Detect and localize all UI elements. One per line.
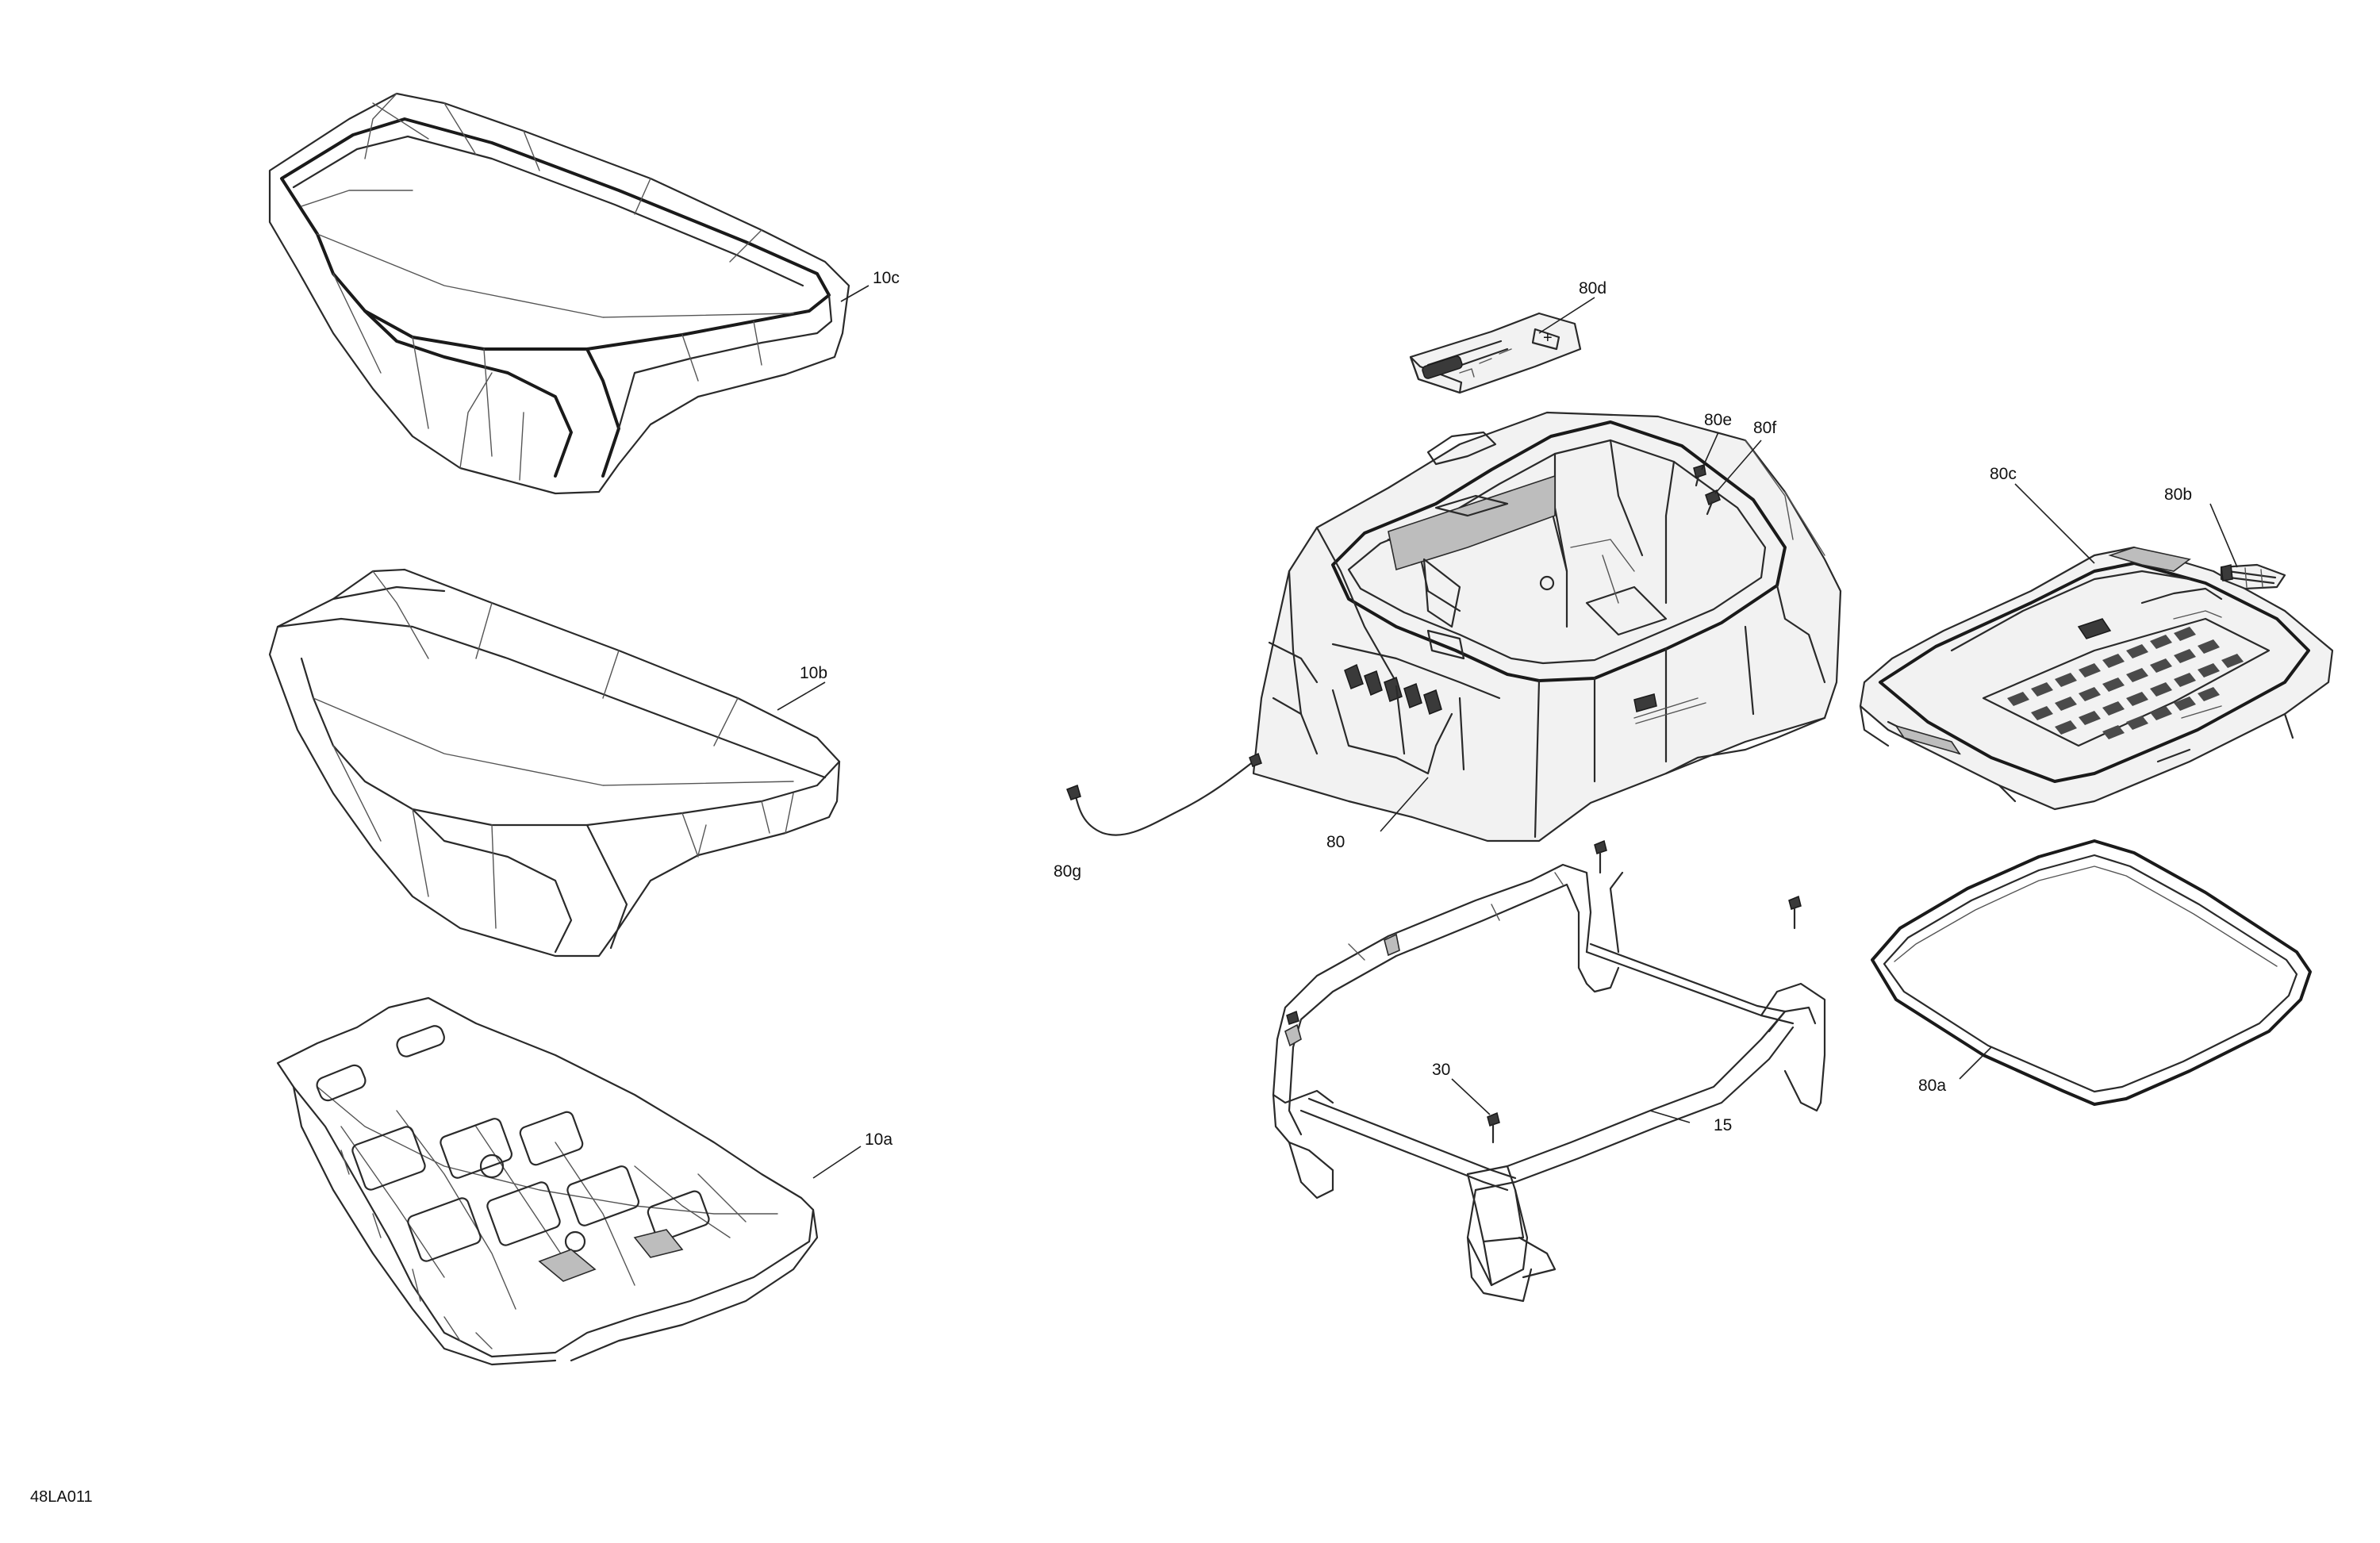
mounting-frame-15 [1272,839,1826,1303]
callout-10b: 10b [800,664,827,682]
callout-80f: 80f [1753,419,1776,437]
leader-80d [1538,297,1595,334]
storage-box-80 [1252,411,1842,843]
seat-cover-10c [268,92,850,495]
leader-80a [1959,1046,1992,1080]
callout-10c: 10c [873,269,900,287]
callout-80e: 80e [1704,411,1732,429]
leader-80c [2014,483,2095,564]
callout-15: 15 [1714,1116,1732,1134]
wire-harness-80g [1066,752,1262,836]
leader-10b [777,681,826,711]
callout-80a: 80a [1918,1077,1946,1095]
leader-30 [1451,1078,1491,1115]
callout-80g: 80g [1054,862,1081,881]
callout-30: 30 [1432,1061,1450,1079]
leader-80f [1714,439,1762,494]
leader-80e [1701,432,1719,470]
leader-lines [777,285,2238,1179]
callout-80d: 80d [1579,279,1606,297]
callout-80c: 80c [1990,465,2017,483]
screw-80f [1705,489,1721,516]
seat-cushion-10b [268,568,841,958]
lid-seal-80a [1871,839,2312,1106]
box-lid-80c [1859,546,2334,811]
leader-80 [1380,777,1429,832]
latch-plate-80d: + [1409,312,1582,394]
leader-10a [812,1146,862,1179]
callout-10a: 10a [865,1130,892,1149]
lid-vent-grid [2007,627,2244,739]
callout-80: 80 [1326,833,1345,851]
svg-text:+: + [1543,329,1553,347]
callout-80b: 80b [2164,486,2192,504]
seat-base-10a [276,996,819,1366]
leader-10c [840,285,869,302]
callout-labels: 10c 10b 10a 80d 80e 80f 80c 80b 80 80g 3… [800,269,2192,1149]
leader-15 [1649,1110,1691,1123]
leader-80b [2209,503,2238,568]
figure-reference: 48LA011 [30,1488,93,1506]
latch-80b [2220,563,2286,590]
